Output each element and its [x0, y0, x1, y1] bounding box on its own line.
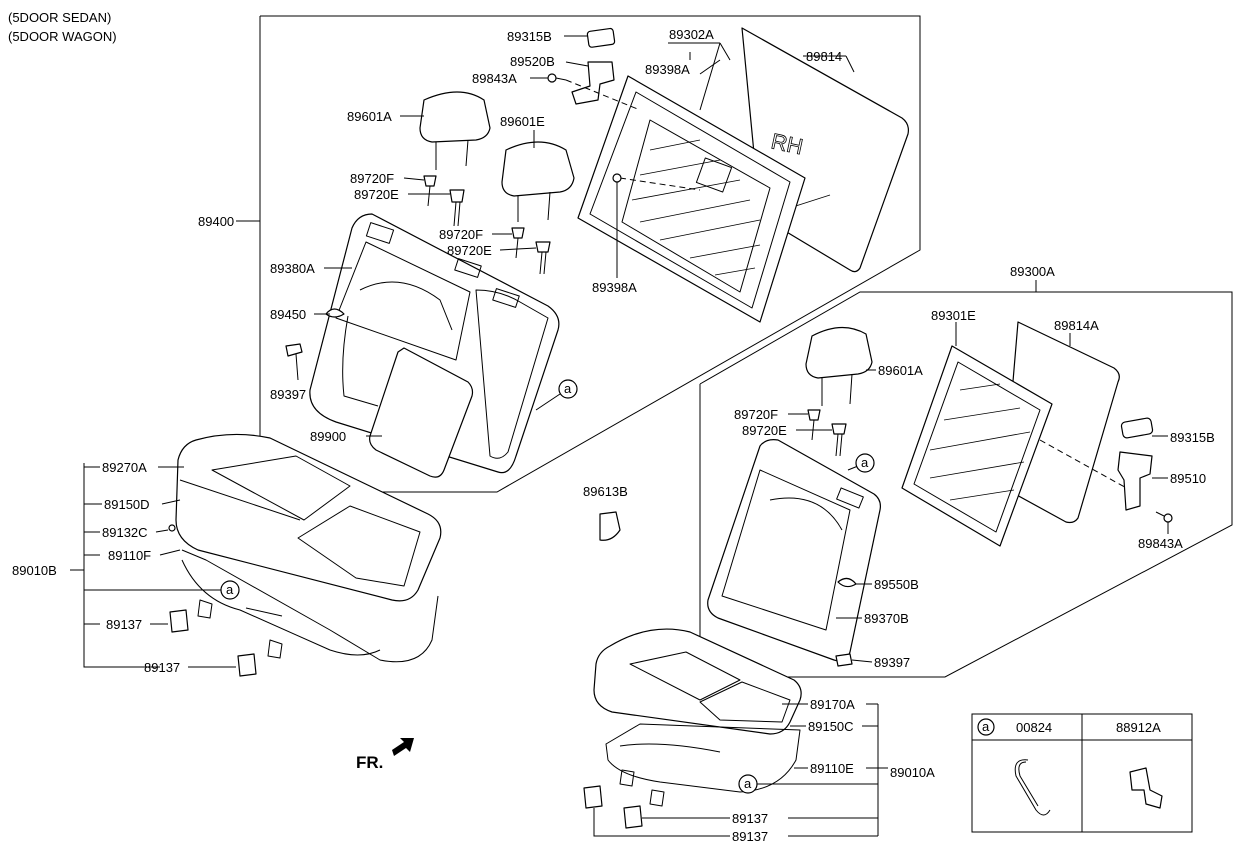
label-89315B-right: 89315B [1170, 430, 1215, 445]
label-89301E: 89301E [931, 308, 976, 323]
callout-a-text-2: a [861, 455, 869, 470]
label-89110F: 89110F [108, 548, 151, 563]
callout-a-text-1: a [564, 381, 572, 396]
part-89315B-top [586, 27, 616, 48]
label-89150D: 89150D [104, 497, 150, 512]
label-89300A: 89300A [1010, 264, 1055, 279]
label-89601A-left: 89601A [347, 109, 392, 124]
part-89132C [168, 524, 176, 532]
label-89720E-left: 89720E [354, 187, 399, 202]
part-89450 [325, 308, 345, 318]
front-arrow-icon [392, 738, 414, 756]
label-89601A-right: 89601A [878, 363, 923, 378]
guide-89720E-left [449, 189, 465, 227]
pad-89900 [369, 347, 474, 478]
label-89613B: 89613B [583, 484, 628, 499]
callout-a-seatback-left [558, 379, 578, 399]
callout-a-text-4: a [744, 776, 752, 791]
header-line-2: (5DOOR WAGON) [8, 29, 117, 44]
label-89315B-top: 89315B [507, 29, 552, 44]
header-line-1: (5DOOR SEDAN) [8, 10, 111, 25]
label-89720E-mid: 89720E [447, 243, 492, 258]
label-89302A: 89302A [669, 27, 714, 42]
seatback-cover-89370B [707, 439, 881, 662]
part-89315B-right [1120, 417, 1154, 439]
label-89110E: 89110E [810, 761, 854, 776]
guide-89720E-right [831, 423, 847, 457]
legend-table: a 00824 88912A [971, 713, 1193, 833]
label-89397-right: 89397 [874, 655, 910, 670]
label-89400: 89400 [198, 214, 234, 229]
legend-col-88912A: 88912A [1116, 720, 1161, 735]
label-89720F-mid: 89720F [439, 227, 483, 242]
label-89010B: 89010B [12, 563, 57, 578]
guide-89720F-right [807, 409, 821, 441]
label-89601E: 89601E [500, 114, 545, 129]
seat-frame-left [181, 549, 439, 663]
bracket-89137-right-2 [623, 805, 643, 829]
seatback-frame-right [901, 345, 1053, 547]
label-89270A: 89270A [102, 460, 147, 475]
guide-89720E-mid [535, 241, 551, 275]
callout-a-cushion-right [738, 774, 758, 794]
label-89720F-left: 89720F [350, 171, 394, 186]
legend-col-00824: 00824 [1016, 720, 1052, 735]
label-89520B: 89520B [510, 54, 555, 69]
callout-a-text-3: a [226, 582, 234, 597]
clip-89397-right [835, 653, 873, 667]
callout-a-seatback-right [855, 453, 875, 473]
bracket-89137-right-1 [583, 785, 603, 809]
seat-frame-right [605, 723, 801, 807]
label-89550B: 89550B [874, 577, 919, 592]
part-89843A-top-bolt [547, 73, 567, 83]
bracket-89137-left-2 [237, 653, 257, 677]
label-89170A: 89170A [810, 697, 855, 712]
headrest-89601A-left [419, 91, 491, 170]
label-89132C: 89132C [102, 525, 148, 540]
clip-00824-icon [1014, 759, 1051, 816]
seatback-frame-left [577, 75, 806, 323]
seat-cushion-89270A [175, 433, 442, 602]
headrest-89601A-right [805, 326, 873, 406]
guide-89720F-mid [511, 227, 525, 259]
label-89010A: 89010A [890, 765, 935, 780]
label-89137-right-1: 89137 [732, 811, 768, 826]
legend-callout-a [977, 718, 995, 736]
label-89380A: 89380A [270, 261, 315, 276]
bracket-89137-left-1 [169, 609, 189, 633]
label-89150C: 89150C [808, 719, 854, 734]
label-89137-left-1: 89137 [106, 617, 142, 632]
part-89843A-right-bolt [1155, 511, 1173, 523]
label-89720F-right: 89720F [734, 407, 778, 422]
headrest-89601E [501, 141, 575, 222]
callout-a-cushion-left [220, 580, 240, 600]
seat-cushion-89170A [593, 628, 802, 735]
assembly-89400-frame [259, 15, 921, 493]
label-89814A: 89814A [1054, 318, 1099, 333]
label-89398A-bottom: 89398A [592, 280, 637, 295]
guide-89720F-left [423, 175, 437, 207]
label-89137-left-2: 89137 [144, 660, 180, 675]
clip-89397-left [285, 343, 303, 381]
label-89843A-top: 89843A [472, 71, 517, 86]
seatback-cover-89380A [309, 213, 560, 474]
legend-callout-text: a [982, 719, 990, 734]
label-89397-left: 89397 [270, 387, 306, 402]
part-89510 [1117, 451, 1153, 511]
label-89720E-right: 89720E [742, 423, 787, 438]
label-89450: 89450 [270, 307, 306, 322]
label-89137-right-2: 89137 [732, 829, 768, 844]
label-89510: 89510 [1170, 471, 1206, 486]
label-89843A-right: 89843A [1138, 536, 1183, 551]
part-89613B [599, 511, 621, 541]
label-89900: 89900 [310, 429, 346, 444]
label-89398A-top: 89398A [645, 62, 690, 77]
cover-panel-89814A [1003, 321, 1120, 524]
part-89520B [571, 61, 615, 105]
clip-88912A-icon [1129, 767, 1163, 809]
direction-label: FR. [356, 753, 383, 772]
label-89814: 89814 [806, 49, 842, 64]
label-89370B: 89370B [864, 611, 909, 626]
